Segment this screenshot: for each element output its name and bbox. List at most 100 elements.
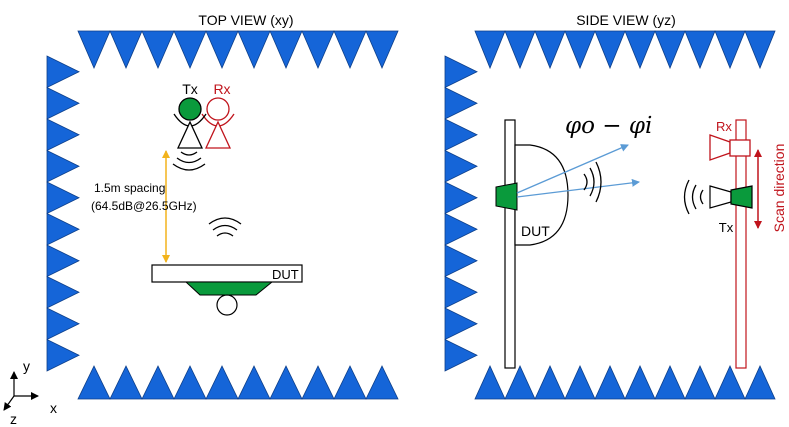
- absorber-cone: [46, 244, 80, 278]
- absorber-cone: [109, 365, 143, 400]
- rotation-mount: [216, 294, 238, 316]
- coordinate-axes: [3, 371, 39, 411]
- absorber-cone: [237, 365, 271, 400]
- absorber-cone: [173, 365, 207, 400]
- absorber-cone: [534, 365, 566, 400]
- absorber-cone: [365, 30, 399, 70]
- absorber-cone: [46, 86, 80, 120]
- absorber-cone: [564, 365, 596, 400]
- absorber-cone: [269, 30, 303, 70]
- absorber-cone: [444, 55, 478, 89]
- side-view-panel: SIDE VIEW (yz) DUT φo − φi Rx: [444, 12, 787, 400]
- absorber-cone: [744, 365, 776, 400]
- incident-beam-arrow: [516, 178, 640, 198]
- rx-horn-side: [709, 134, 751, 161]
- absorber-cone: [714, 365, 746, 400]
- dut-mast: [504, 119, 516, 369]
- absorber-cone: [109, 30, 143, 70]
- absorber-cone: [684, 30, 716, 70]
- absorber-cone: [444, 212, 478, 246]
- absorber-cone: [444, 244, 478, 278]
- absorber-cone: [205, 30, 239, 70]
- absorber-cone: [594, 365, 626, 400]
- absorber-cone: [46, 55, 80, 89]
- absorber-cone: [474, 365, 506, 400]
- absorber-cone: [684, 365, 716, 400]
- probe-mast: [735, 119, 747, 369]
- bottom-absorber-wall: [77, 365, 399, 400]
- absorber-cone: [624, 30, 656, 70]
- absorber-cone: [714, 30, 746, 70]
- left-absorber-wall-side: [444, 55, 478, 372]
- top-absorber-wall: [77, 30, 399, 70]
- absorber-cone: [624, 365, 656, 400]
- z-axis-label: z: [10, 411, 17, 427]
- absorber-cone: [333, 365, 367, 400]
- absorber-cone: [46, 149, 80, 183]
- y-axis-label: y: [23, 358, 30, 374]
- absorber-cone: [744, 30, 776, 70]
- absorber-cone: [269, 365, 303, 400]
- rx-antenna-top: [201, 97, 235, 149]
- tx-label-side: Tx: [719, 220, 734, 235]
- scan-direction-label: Scan direction: [771, 144, 787, 233]
- absorber-cone: [205, 365, 239, 400]
- absorber-cone: [534, 30, 566, 70]
- absorber-cone: [333, 30, 367, 70]
- tx-wave-icon: [172, 151, 206, 171]
- absorber-cone: [141, 365, 175, 400]
- left-absorber-wall: [46, 55, 80, 372]
- absorber-cone: [444, 86, 478, 120]
- dut-wave-icon: [208, 217, 242, 237]
- absorber-cone: [654, 30, 686, 70]
- tx-horn-side: [709, 185, 753, 209]
- absorber-cone: [301, 365, 335, 400]
- dut-label-side: DUT: [521, 223, 550, 239]
- rx-label-top: Rx: [213, 81, 230, 97]
- absorber-cone: [173, 30, 207, 70]
- spacing-loss-label: (64.5dB@26.5GHz): [91, 199, 197, 213]
- absorber-cone: [46, 181, 80, 215]
- top-absorber-wall-side: [474, 30, 776, 70]
- absorber-cone: [444, 307, 478, 341]
- absorber-cone: [444, 338, 478, 372]
- absorber-cone: [564, 30, 596, 70]
- absorber-cone: [504, 30, 536, 70]
- tx-antenna-top: [173, 97, 207, 149]
- angle-formula: φo − φi: [565, 113, 652, 139]
- rx-label-side: Rx: [716, 119, 732, 134]
- absorber-cone: [365, 365, 399, 400]
- dut-antenna-module-top: [184, 281, 274, 296]
- absorber-cone: [46, 338, 80, 372]
- absorber-cone: [141, 30, 175, 70]
- absorber-cone: [77, 365, 111, 400]
- absorber-cone: [444, 118, 478, 152]
- spacing-label: 1.5m spacing: [94, 181, 165, 195]
- dut-label-top: DUT: [272, 267, 299, 282]
- outgoing-beam-arrow: [516, 144, 629, 194]
- absorber-cone: [504, 365, 536, 400]
- dut-enclosure-side: [514, 144, 569, 246]
- absorber-cone: [301, 30, 335, 70]
- tx-label-top: Tx: [182, 81, 198, 97]
- absorber-cone: [46, 307, 80, 341]
- absorber-cone: [444, 275, 478, 309]
- tx-wave-icon-side: [683, 179, 704, 215]
- absorber-cone: [237, 30, 271, 70]
- absorber-cone: [46, 212, 80, 246]
- absorber-cone: [474, 30, 506, 70]
- bottom-absorber-wall-side: [474, 365, 776, 400]
- dut-antenna-side: [495, 182, 518, 211]
- absorber-cone: [77, 30, 111, 70]
- x-axis-label: x: [50, 400, 57, 416]
- absorber-cone: [46, 118, 80, 152]
- absorber-cone: [594, 30, 626, 70]
- dut-wave-icon-side: [583, 161, 602, 203]
- top-view-panel: TOP VIEW (xy) Tx Rx 1.5m spacing (64.5dB…: [46, 12, 399, 400]
- top-view-title: TOP VIEW (xy): [198, 12, 293, 28]
- absorber-cone: [46, 275, 80, 309]
- absorber-cone: [444, 181, 478, 215]
- absorber-cone: [444, 149, 478, 183]
- z-axis-arrow: [3, 395, 15, 411]
